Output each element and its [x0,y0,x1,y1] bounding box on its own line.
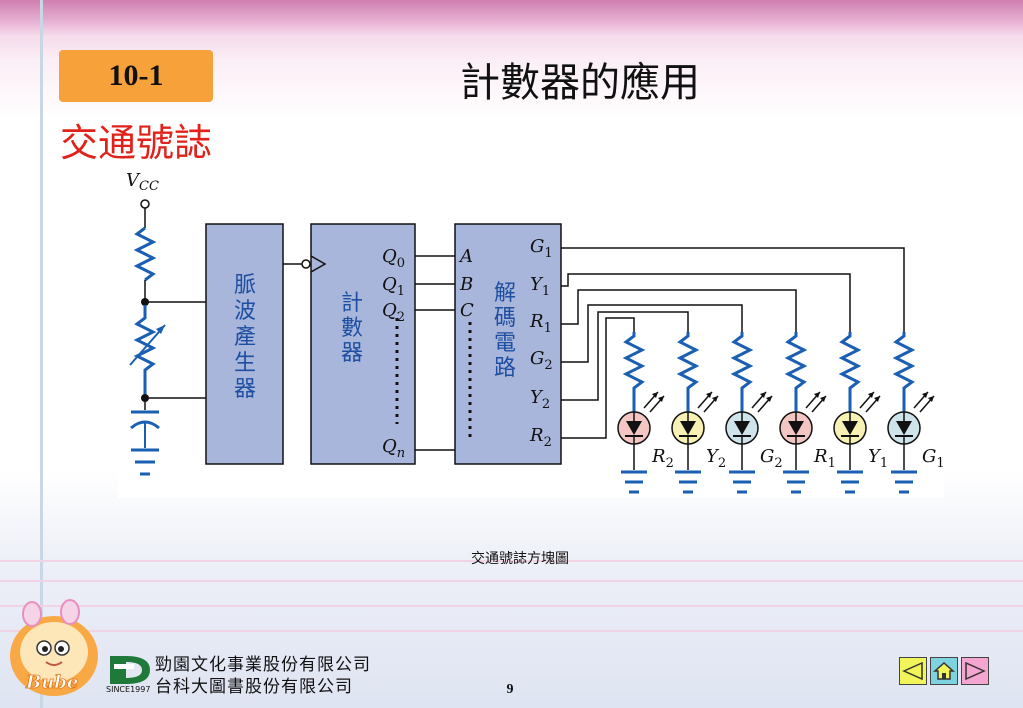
decoder-output-y1: Y1 [530,274,550,299]
decoder-output-y2: Y2 [530,387,550,412]
decoder-label-char: 碼 [494,306,516,331]
pulse-label-char: 生 [234,351,256,376]
pulse-label-char: 波 [234,299,256,324]
led-label: Y2 [706,446,726,471]
top-banner [0,0,1023,38]
company-line-2: 台科大圖書股份有限公司 [155,677,353,697]
prev-slide-button[interactable] [899,657,927,685]
company-logo-icon [110,656,150,684]
decoder-label-char: 電 [494,331,516,356]
pulse-generator-block [205,223,284,465]
page-subtitle: 交通號誌 [60,121,213,165]
counter-output-q0: Q0 [382,246,405,271]
company-names: 勁園文化事業股份有限公司 台科大圖書股份有限公司 [155,654,371,698]
counter-label-char: 計 [341,291,363,316]
resistor-icon [133,226,157,282]
led-label: R2 [651,446,674,471]
decoder-to-led-wires [561,247,905,439]
decoder-output-g2: G2 [530,348,553,373]
led-array: R2 Y2 G2 R1 Y1 G1 [617,332,944,494]
pulse-label-char: 脈 [234,273,256,298]
pulse-label-char: 器 [234,377,256,402]
decor-vertical-line [40,0,43,708]
decoder-inputs: ABC [458,246,474,321]
decoder-output-r2: R2 [529,425,552,450]
resistor-icon [622,332,646,412]
logo-since-text: SINCE1997 [106,685,151,694]
home-button[interactable] [930,657,958,685]
counter-label: 計數器 [341,291,363,366]
resistor-icon [892,332,916,412]
decoder-output-g1: G1 [530,236,553,261]
led-label: G2 [760,446,783,471]
counter-output-qn: Qn [382,436,405,461]
decoder-input-c: C [460,300,474,321]
pulse-label-char: 產 [234,325,256,350]
page-title: 計數器的應用 [460,60,700,106]
decor-stripe [0,605,1023,607]
led-label: Y1 [868,446,888,471]
diagram-caption: 交通號誌方塊圖 [471,551,569,567]
inverter-bubble [301,259,311,269]
decoder-label-char: 路 [494,356,516,381]
led-r2: R2 [617,332,674,494]
counter-output-q2: Q2 [382,300,405,325]
resistor-icon [676,332,700,412]
counter-label-char: 器 [341,341,363,366]
decoder-output-r1: R1 [529,311,552,336]
left-arrow-icon [902,662,923,680]
led-label: G1 [922,446,944,471]
vcc-label: VCC [126,170,159,194]
company-line-1: 勁園文化事業股份有限公司 [155,655,371,675]
next-slide-button[interactable] [961,657,989,685]
decor-stripe [0,560,1023,562]
page-number: 9 [506,682,514,697]
decoder-label-char: 解 [494,281,516,306]
led-r1: R1 [779,332,836,494]
resistor-icon [784,332,808,412]
led-label: R1 [813,446,836,471]
home-icon [933,661,955,680]
capacitor-icon [130,410,160,476]
resistor-icon [730,332,754,412]
counter-label-char: 數 [341,316,363,341]
right-arrow-icon [965,662,986,680]
svg-text:Bube: Bube [25,672,78,693]
led-y1: Y1 [833,332,888,494]
decoder-input-b: B [459,274,473,295]
decor-stripe [0,630,1023,632]
decoder-input-a: A [458,246,473,267]
clock-input-icon [310,255,327,273]
led-g2: G2 [725,332,783,494]
section-badge: 10-1 [59,50,213,102]
counter-output-q1: Q1 [382,274,405,299]
bube-mascot-icon: Bube [10,599,98,696]
variable-resistor-icon [133,305,157,398]
led-g1: G1 [887,332,944,494]
decor-stripe [0,580,1023,582]
decoder-block [454,223,562,465]
resistor-icon [838,332,862,412]
led-y2: Y2 [671,332,726,494]
vcc-terminal [140,199,150,209]
